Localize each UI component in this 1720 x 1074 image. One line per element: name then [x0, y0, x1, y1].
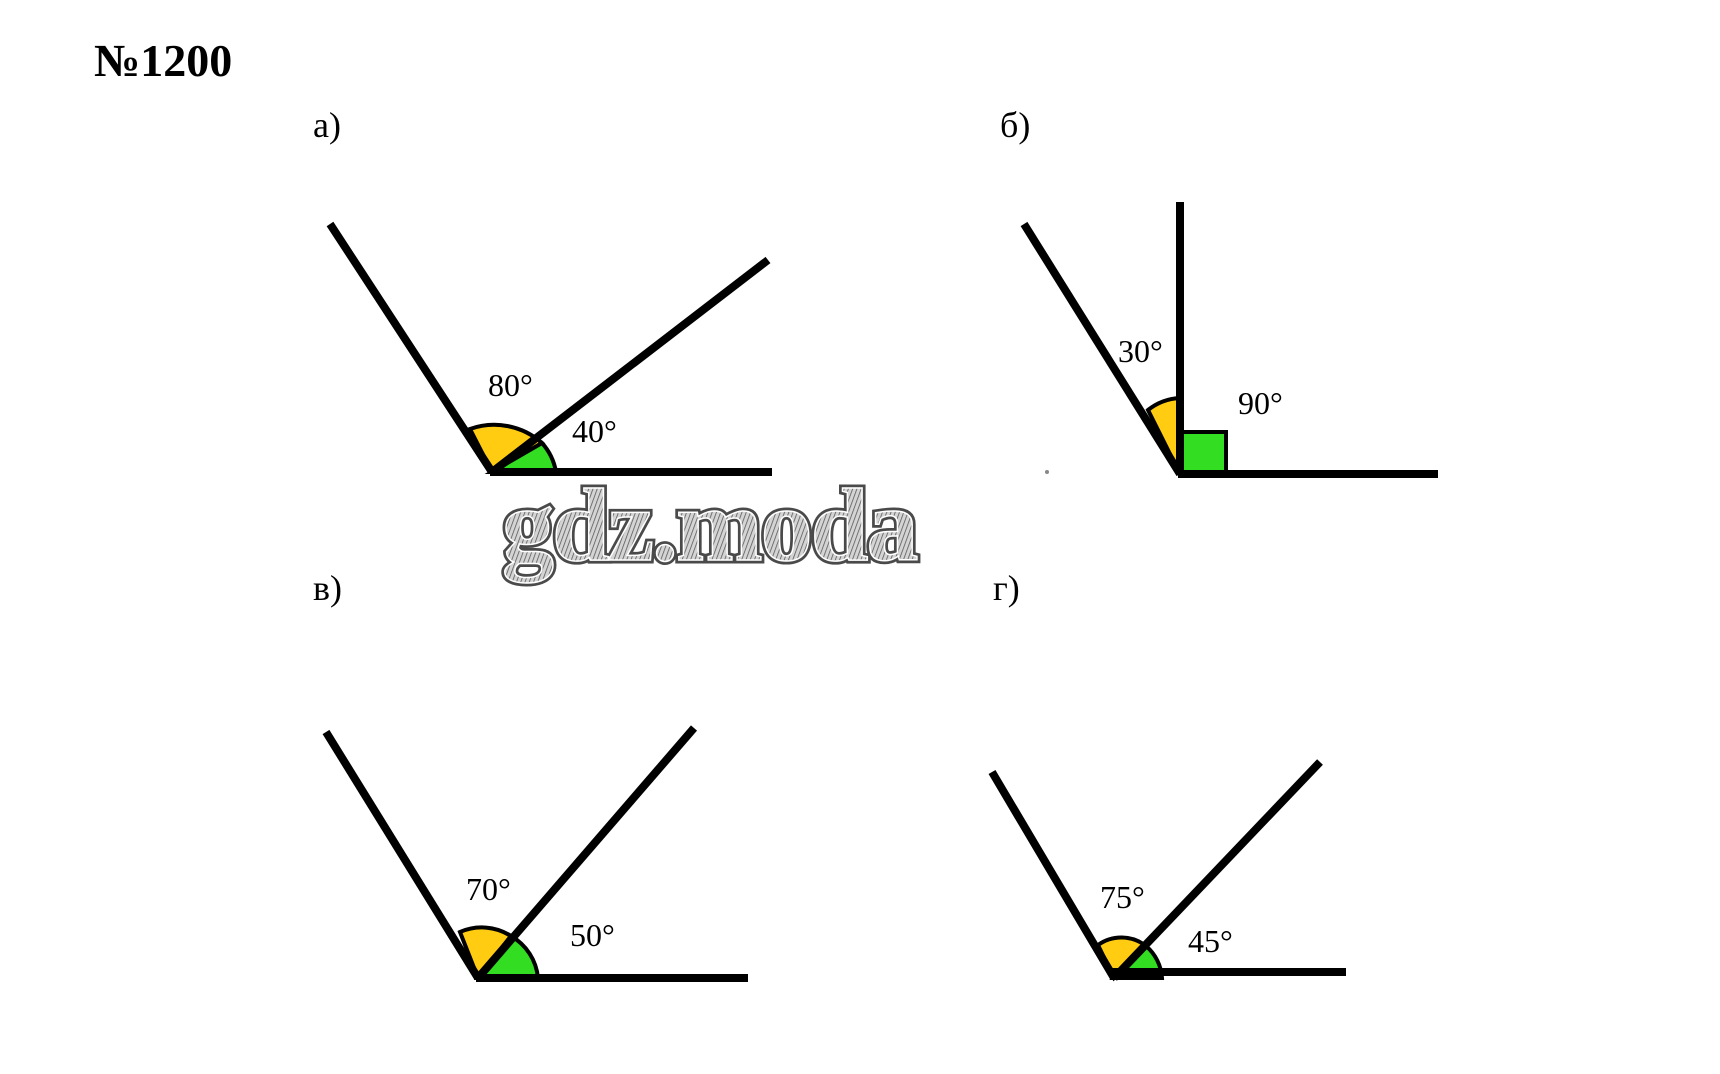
- right-angle-label: 40°: [572, 413, 617, 449]
- part-label-b: б): [1000, 105, 1031, 145]
- figure-b: 30° 90°: [1020, 202, 1438, 478]
- left-ray: [988, 769, 1118, 981]
- left-angle-label: 30°: [1118, 333, 1163, 369]
- right-angle-square: [1178, 430, 1228, 476]
- right-angle-label: 50°: [570, 917, 615, 953]
- left-angle-label: 80°: [488, 367, 533, 403]
- figure-v: 70° 50°: [322, 725, 748, 982]
- figure-g: 75° 45°: [988, 759, 1346, 982]
- middle-ray: [1111, 759, 1323, 981]
- figure-a: 80° 40°: [326, 221, 772, 476]
- middle-ray: [474, 725, 698, 981]
- part-label-g: г): [993, 568, 1020, 608]
- speck: [1045, 470, 1049, 474]
- left-ray: [1020, 221, 1184, 477]
- left-ray: [326, 221, 496, 475]
- exercise-number: №1200: [94, 35, 233, 86]
- right-angle-label: 45°: [1188, 923, 1233, 959]
- left-angle-label: 70°: [466, 871, 511, 907]
- watermark-outline: gdz.moda: [502, 468, 917, 583]
- middle-ray: [489, 256, 771, 476]
- watermark: gdz.moda gdz.moda: [499, 465, 923, 587]
- part-label-v: в): [313, 568, 342, 608]
- right-angle-label: 90°: [1238, 385, 1283, 421]
- part-label-a: а): [313, 105, 341, 145]
- left-angle-label: 75°: [1100, 879, 1145, 915]
- left-ray: [322, 729, 482, 981]
- watermark-fill: gdz.moda: [502, 468, 917, 583]
